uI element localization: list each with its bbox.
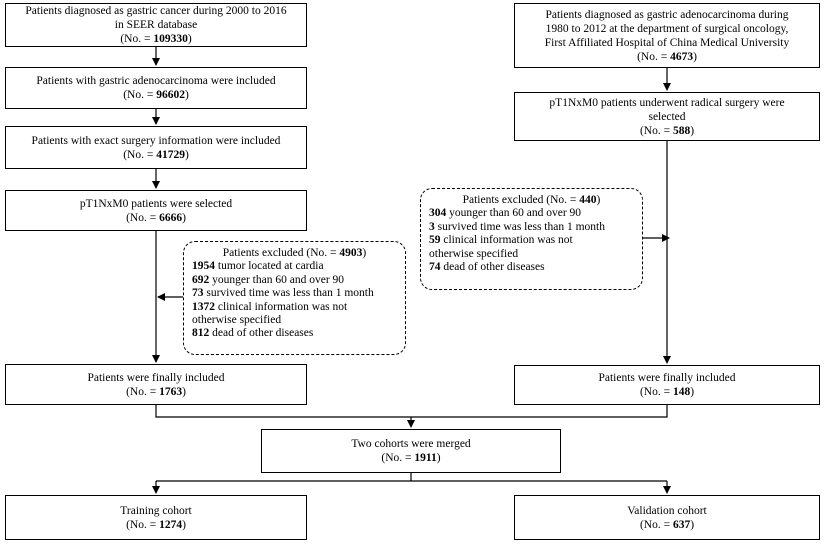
seer-count: (No. = 109330) [120, 33, 192, 45]
left-exclusion-title: Patients excluded (No. = 4903) [222, 247, 367, 259]
cmu-cohort-box: Patients diagnosed as gastric adenocarci… [514, 3, 820, 68]
right-exclusion-box: Patients excluded (No. = 440) 304 younge… [420, 188, 643, 290]
cmu-line3: First Affiliated Hospital of China Medic… [544, 36, 790, 49]
radical-count: (No. = 588) [639, 124, 695, 137]
left-final-line1: Patients were finally included [87, 371, 225, 384]
surgery-count: (No. = 41729) [123, 148, 189, 161]
adenocarcinoma-box: Patients with gastric adenocarcinoma wer… [5, 67, 307, 109]
training-line1: Training cohort [120, 504, 192, 517]
seer-cohort-box: Patients diagnosed as gastric cancer dur… [5, 3, 307, 47]
right-exclusion-item: 304 younger than 60 and over 90 [429, 207, 582, 220]
radical-line1: pT1NxM0 patients underwent radical surge… [549, 96, 785, 109]
validation-cohort-box: Validation cohort (No. = 637) [514, 495, 820, 540]
right-final-box: Patients were finally included (No. = 14… [514, 365, 820, 405]
radical-line2: selected [648, 110, 686, 123]
cmu-line1: Patients diagnosed as gastric adenocarci… [545, 8, 789, 21]
right-exclusion-title: Patients excluded (No. = 440) [462, 194, 601, 206]
radical-surgery-box: pT1NxM0 patients underwent radical surge… [514, 92, 820, 141]
right-exclusion-item: 59 clinical information was not [429, 234, 573, 247]
surgery-line1: Patients with exact surgery information … [31, 134, 281, 147]
left-exclusion-item: 1372 clinical information was not [192, 300, 348, 313]
right-final-count: (No. = 148) [639, 386, 695, 398]
left-final-box: Patients were finally included (No. = 17… [5, 364, 307, 405]
cmu-line2: 1980 to 2012 at the department of surgic… [545, 22, 789, 35]
training-count: (No. = 1274) [126, 518, 186, 531]
left-exclusion-item: 1954 tumor located at cardia [192, 260, 324, 273]
merged-count: (No. = 1911) [381, 452, 441, 464]
pt1-count: (No. = 6666) [126, 211, 186, 224]
right-exclusion-item: otherwise specified [429, 247, 519, 260]
training-cohort-box: Training cohort (No. = 1274) [5, 495, 307, 540]
adeno-count: (No. = 96602) [123, 89, 189, 101]
left-exclusion-item: 812 dead of other diseases [192, 327, 314, 340]
right-final-line1: Patients were finally included [598, 372, 736, 384]
validation-line1: Validation cohort [627, 504, 707, 517]
validation-count: (No. = 637) [639, 518, 695, 531]
right-exclusion-item: 74 dead of other diseases [429, 261, 545, 274]
seer-line1: Patients diagnosed as gastric cancer dur… [25, 5, 287, 17]
merged-line1: Two cohorts were merged [351, 438, 471, 450]
right-exclusion-item: 3 survived time was less than 1 month [429, 220, 605, 233]
left-exclusion-item: 692 younger than 60 and over 90 [192, 273, 345, 286]
left-exclusion-item: 73 survived time was less than 1 month [192, 287, 374, 300]
line-left-final-to-merge [155, 405, 411, 418]
adeno-line1: Patients with gastric adenocarcinoma wer… [36, 75, 276, 87]
line-right-final-to-merge [411, 405, 668, 418]
left-exclusion-box: Patients excluded (No. = 4903) 1954 tumo… [183, 241, 406, 355]
cmu-count: (No. = 4673) [637, 50, 697, 63]
seer-line2: in SEER database [114, 19, 198, 31]
left-final-count: (No. = 1763) [126, 385, 186, 398]
left-exclusion-item: otherwise specified [192, 314, 282, 327]
pt1-selected-box: pT1NxM0 patients were selected (No. = 66… [5, 190, 307, 231]
merged-cohorts-box: Two cohorts were merged (No. = 1911) [261, 429, 561, 473]
pt1-line1: pT1NxM0 patients were selected [79, 197, 233, 210]
surgery-info-box: Patients with exact surgery information … [5, 126, 307, 169]
